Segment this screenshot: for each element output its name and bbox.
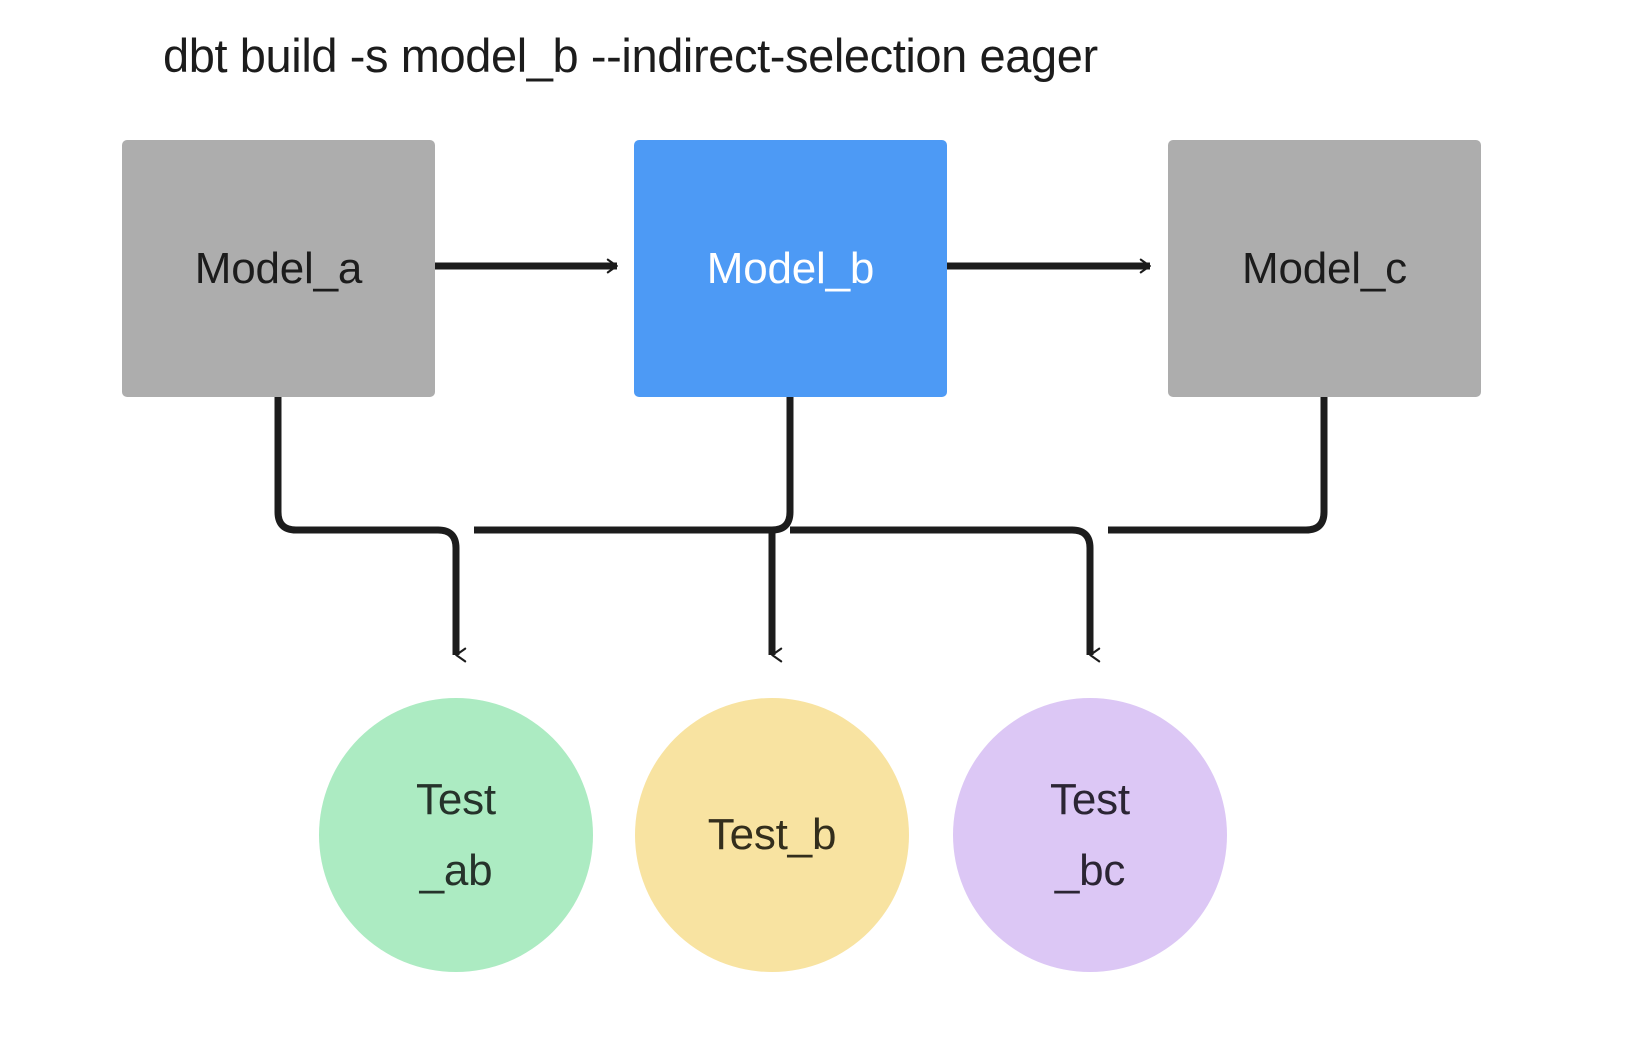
- node-test-bc[interactable]: Test _bc: [953, 698, 1227, 972]
- edge-model-c-to-test-bc: [1108, 397, 1328, 534]
- node-model-c[interactable]: Model_c: [1168, 140, 1481, 397]
- node-test-b-label: Test_b: [707, 810, 837, 860]
- edge-model-a-to-test-ab: [274, 397, 467, 663]
- node-test-b[interactable]: Test_b: [635, 698, 909, 972]
- node-model-a[interactable]: Model_a: [122, 140, 435, 397]
- node-model-c-label: Model_c: [1242, 243, 1407, 293]
- diagram-title: dbt build -s model_b --indirect-selectio…: [163, 29, 1098, 82]
- node-test-bc-label: Test _bc: [1050, 774, 1130, 895]
- node-test-ab-label: Test _ab: [416, 774, 496, 895]
- node-model-b[interactable]: Model_b: [634, 140, 947, 397]
- node-model-b-label: Model_b: [706, 243, 875, 293]
- node-test-ab[interactable]: Test _ab: [319, 698, 593, 972]
- node-model-a-label: Model_a: [194, 243, 363, 293]
- edge-model-b-to-test-ab: [474, 397, 794, 534]
- edge-model-b-to-test-bc: [790, 526, 1101, 663]
